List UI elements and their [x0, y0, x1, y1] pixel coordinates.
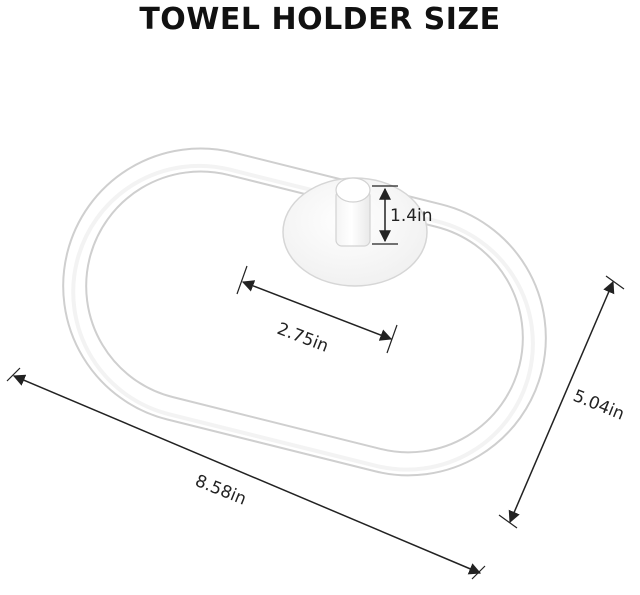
- ring-length-label: 8.58in: [192, 471, 249, 510]
- towel-ring: [62, 147, 547, 477]
- ring-width-label: 5.04in: [570, 386, 627, 425]
- mount-post: [335, 177, 371, 247]
- post-height-dimension: 1.4in: [372, 185, 433, 245]
- post-height-label: 1.4in: [390, 206, 433, 226]
- page-title: TOWEL HOLDER SIZE: [139, 2, 501, 37]
- base-diameter-label: 2.75in: [274, 319, 331, 357]
